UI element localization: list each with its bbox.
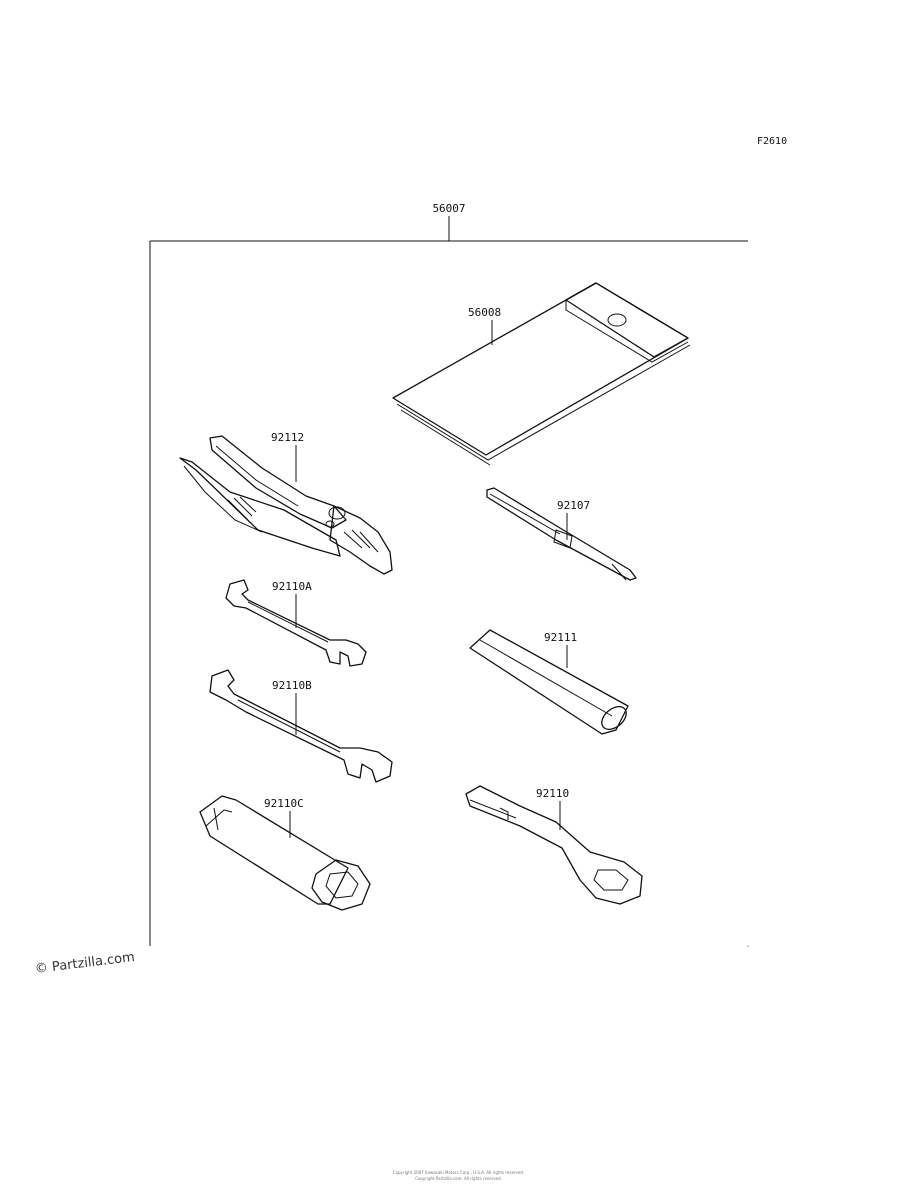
wrench-92110a[interactable]: 92110A (225, 579, 367, 667)
figure-code: F2610 (757, 136, 788, 147)
assembly-bracket: 56007 (149, 202, 748, 946)
ring-wrench[interactable]: 92110 (465, 785, 643, 905)
footer-line-1: Copyright 2007 Kawasaki Motors Corp., U.… (392, 1170, 525, 1175)
label-92110c[interactable]: 92110C (264, 797, 304, 810)
handle-bar[interactable]: 92111 (469, 629, 631, 735)
tool-bag[interactable]: 56008 (392, 282, 691, 466)
label-92110[interactable]: 92110 (536, 787, 569, 800)
label-92111[interactable]: 92111 (544, 631, 577, 644)
wrench-92110b[interactable]: 92110B (209, 669, 393, 783)
assembly-label[interactable]: 56007 (432, 202, 465, 215)
label-92112[interactable]: 92112 (271, 431, 304, 444)
label-92110a[interactable]: 92110A (272, 580, 312, 593)
socket-wrench[interactable]: 92110C (199, 795, 371, 911)
pliers[interactable]: 92112 (179, 431, 393, 575)
screwdriver[interactable]: 92107 (486, 487, 637, 581)
footer-line-2: Copyright Partzilla.com. All rights rese… (415, 1176, 502, 1181)
label-56008[interactable]: 56008 (468, 306, 501, 319)
label-92107[interactable]: 92107 (557, 499, 590, 512)
label-92110b[interactable]: 92110B (272, 679, 312, 692)
